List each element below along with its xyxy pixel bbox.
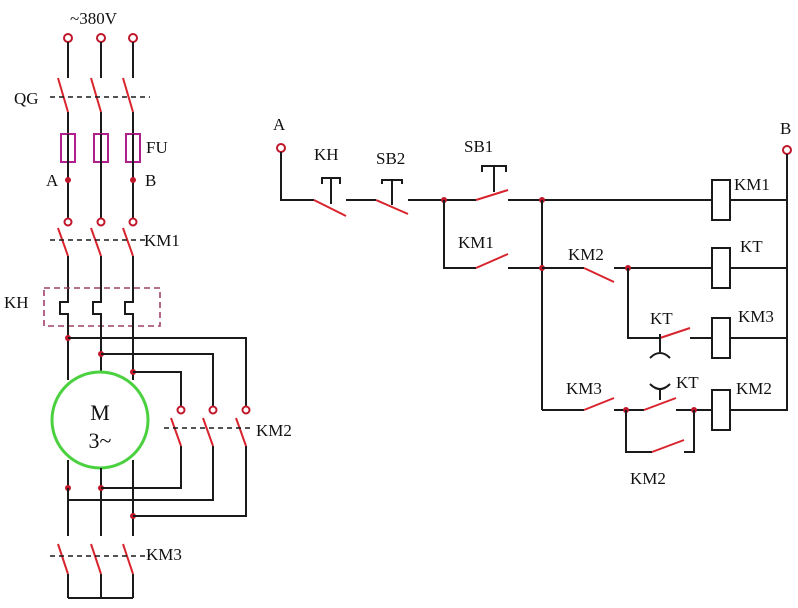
sb2-label: SB2 — [376, 149, 405, 168]
kh-thermal-relay — [43, 287, 161, 327]
km2-nc-label: KM2 — [568, 245, 604, 264]
km2-feed-wires — [68, 337, 247, 410]
coil-kt-label: KT — [740, 237, 763, 256]
supply-terminal-l1 — [63, 33, 73, 43]
main-circuit: ~380V QG — [4, 9, 292, 599]
terminal-a — [276, 143, 286, 153]
coil-km2 — [711, 389, 731, 431]
coil-km1 — [711, 179, 731, 221]
sb2-stop-button — [375, 179, 409, 215]
supply-wires — [67, 42, 134, 78]
km2-return-wires — [67, 446, 247, 517]
km1-aux-contact — [475, 253, 509, 269]
point-a-label: A — [46, 171, 59, 190]
terminal-b — [782, 145, 792, 155]
kt-nc-contact — [659, 327, 691, 339]
supply-terminal-l2 — [96, 33, 106, 43]
qg-fu-wires — [67, 112, 134, 134]
coil-kt — [711, 247, 731, 289]
supply-terminal-l3 — [128, 33, 138, 43]
kt-no-contact — [643, 383, 677, 411]
kt-delay-symbol — [649, 334, 671, 359]
km2-main-contacts — [164, 405, 252, 447]
coil-km3 — [711, 317, 731, 359]
qg-label: QG — [14, 89, 39, 108]
km2-aux-contact — [651, 439, 685, 453]
km3-main-contacts — [50, 543, 150, 599]
point-b-label: B — [145, 171, 156, 190]
kh-contact-label: KH — [314, 145, 339, 164]
terminal-a-label: A — [273, 115, 286, 134]
sb1-label: SB1 — [464, 137, 493, 156]
sb1-start-button — [475, 165, 509, 201]
coil-km3-label: KM3 — [738, 307, 774, 326]
km2-aux-label: KM2 — [630, 469, 666, 488]
km3-main-label: KM3 — [146, 545, 182, 564]
km3-nc-label: KM3 — [566, 379, 602, 398]
supply-voltage-label: ~380V — [70, 9, 118, 28]
qg-switch — [50, 77, 150, 113]
coil-km1-label: KM1 — [734, 175, 770, 194]
kt-nc-label: KT — [650, 309, 673, 328]
control-circuit: A B KH SB2 SB1 KM1 — [273, 115, 792, 488]
km2-nc-contact — [583, 267, 615, 283]
km1-main-label: KM1 — [144, 231, 180, 250]
fuses — [60, 133, 141, 163]
coil-km2-label: KM2 — [736, 379, 772, 398]
kh-label: KH — [4, 293, 29, 312]
km1-main-contacts — [50, 217, 150, 257]
point-a-node — [65, 177, 71, 183]
point-b-node — [130, 177, 136, 183]
motor-symbol: M — [90, 400, 110, 425]
terminal-b-label: B — [780, 119, 791, 138]
kh-nc-contact — [313, 177, 347, 217]
km3-nc-contact — [583, 397, 615, 411]
motor-phase: 3~ — [89, 428, 112, 453]
kt-no-label: KT — [676, 373, 699, 392]
km2-main-label: KM2 — [256, 421, 292, 440]
fu-label: FU — [146, 138, 168, 157]
km1-aux-label: KM1 — [458, 233, 494, 252]
